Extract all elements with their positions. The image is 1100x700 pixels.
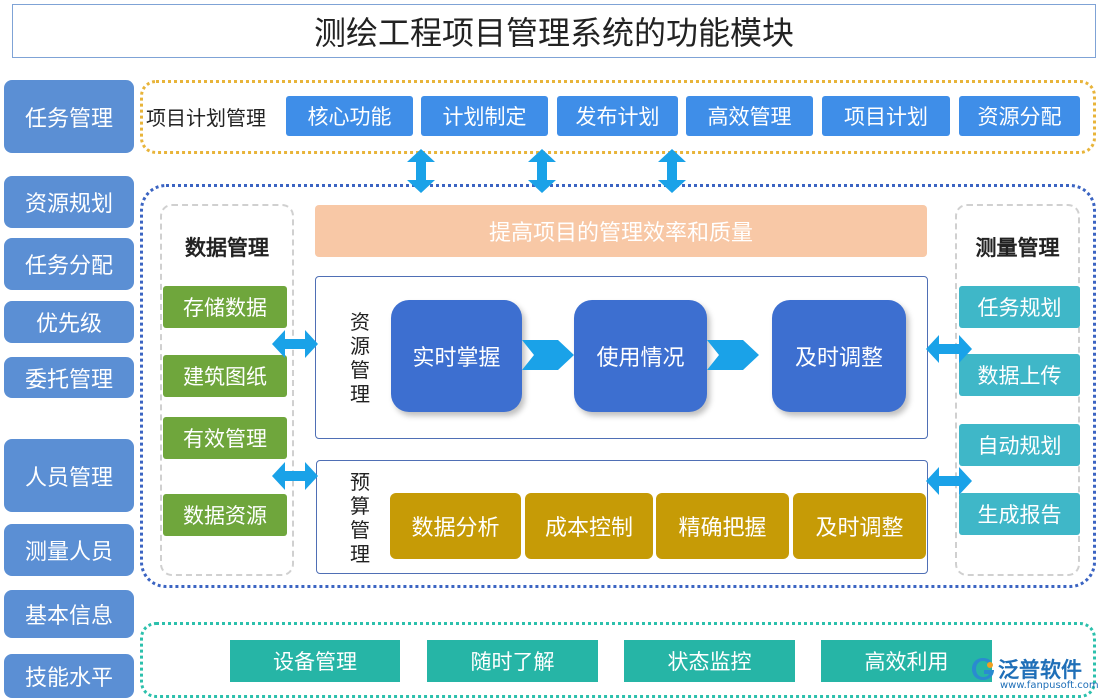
core-modules-container [140,184,1096,588]
left-item-basic-info[interactable]: 基本信息 [4,590,134,638]
vertical-double-arrow-1 [407,149,435,193]
data-management-title: 数据管理 [185,236,269,260]
horizontal-double-arrow-3 [926,335,972,363]
plan-item-publish-plan[interactable]: 发布计划 [557,96,678,136]
left-item-resource-planning[interactable]: 资源规划 [4,176,134,228]
plan-item-resource-allocation[interactable]: 资源分配 [959,96,1080,136]
fanpusoft-logo: 泛普软件 www.fanpusoft.com [970,654,1099,694]
vertical-double-arrow-3 [658,149,686,193]
measure-item-auto-planning[interactable]: 自动规划 [959,424,1080,466]
measure-item-data-upload[interactable]: 数据上传 [959,354,1080,396]
data-item-store-data[interactable]: 存储数据 [163,286,287,328]
goal-banner: 提高项目的管理效率和质量 [315,205,927,257]
logo-mark-icon [972,658,994,680]
plan-item-project-plan[interactable]: 项目计划 [822,96,950,136]
budget-item-data-analysis[interactable]: 数据分析 [390,493,521,559]
vertical-double-arrow-2 [528,149,556,193]
data-item-data-resources[interactable]: 数据资源 [163,494,287,536]
measurement-management-title: 测量管理 [975,236,1060,260]
measure-item-generate-report[interactable]: 生成报告 [959,493,1080,535]
resource-step-usage[interactable]: 使用情况 [574,300,707,412]
left-item-task-management[interactable]: 任务管理 [4,80,134,153]
left-item-priority[interactable]: 优先级 [4,301,134,343]
budget-item-timely-adjust[interactable]: 及时调整 [793,493,926,559]
resource-management-label: 资源管理 [350,310,370,406]
project-plan-container [140,80,1096,154]
plan-item-efficient-management[interactable]: 高效管理 [686,96,813,136]
plan-item-plan-making[interactable]: 计划制定 [421,96,548,136]
data-item-building-drawings[interactable]: 建筑图纸 [163,355,287,397]
budget-item-precise-grasp[interactable]: 精确把握 [656,493,789,559]
left-item-skill-level[interactable]: 技能水平 [4,654,134,698]
project-plan-label: 项目计划管理 [146,105,266,130]
horizontal-double-arrow-1 [272,330,318,358]
plan-item-core-functions[interactable]: 核心功能 [286,96,413,136]
footer-item-equipment-management[interactable]: 设备管理 [230,640,400,682]
horizontal-double-arrow-4 [926,467,972,495]
logo-url: www.fanpusoft.com [1000,680,1099,691]
data-item-effective-management[interactable]: 有效管理 [163,417,287,459]
equipment-container [140,622,1096,698]
measure-item-task-planning[interactable]: 任务规划 [959,286,1080,328]
left-item-task-assignment[interactable]: 任务分配 [4,238,134,290]
left-item-personnel[interactable]: 人员管理 [4,439,134,512]
logo-name: 泛普软件 [998,658,1082,682]
resource-step-real-time-grasp[interactable]: 实时掌握 [391,300,522,412]
data-management-box [160,204,294,576]
page-title: 测绘工程项目管理系统的功能模块 [12,4,1096,58]
horizontal-double-arrow-2 [272,462,318,490]
footer-item-efficient-use[interactable]: 高效利用 [821,640,992,682]
left-item-delegation[interactable]: 委托管理 [4,357,134,398]
budget-item-cost-control[interactable]: 成本控制 [525,493,653,559]
footer-item-stay-informed[interactable]: 随时了解 [427,640,598,682]
resource-step-timely-adjust[interactable]: 及时调整 [772,300,906,412]
chevron-right-arrow-2 [707,340,759,370]
chevron-right-arrow-1 [522,340,574,370]
footer-item-status-monitoring[interactable]: 状态监控 [624,640,795,682]
left-item-surveyors[interactable]: 测量人员 [4,524,134,576]
budget-management-label: 预算管理 [350,470,370,566]
